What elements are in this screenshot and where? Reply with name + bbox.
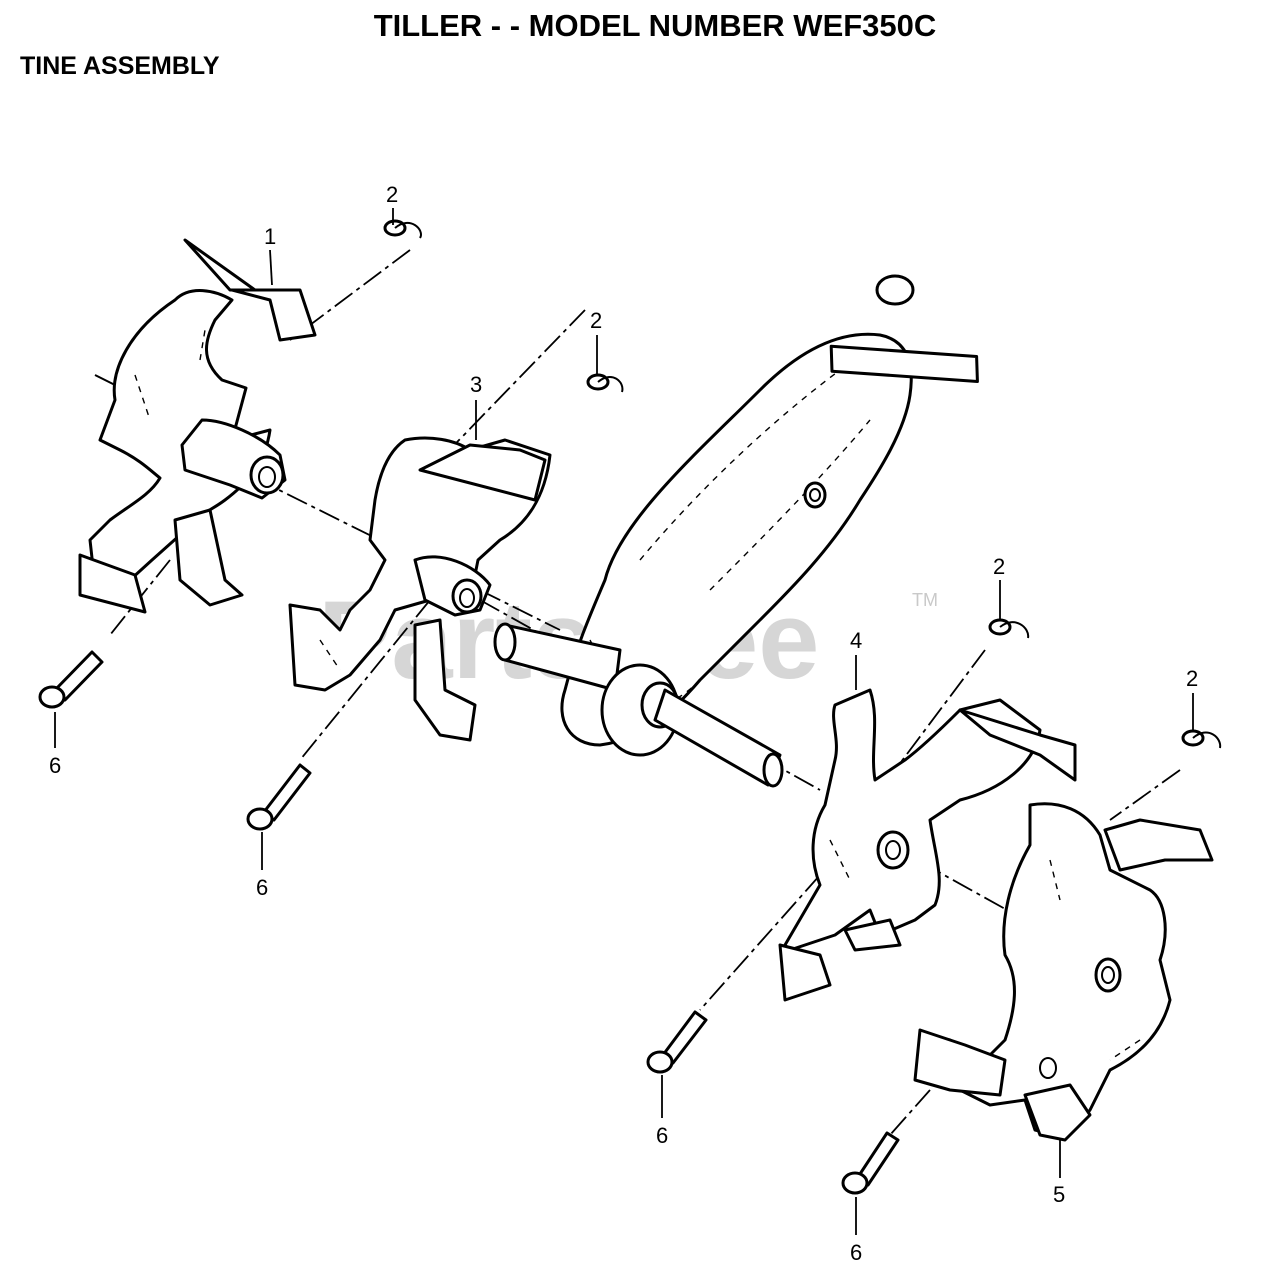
clevis-pin-6a [38,650,104,709]
watermark-trademark: TM [912,590,938,610]
clevis-pin-6b [246,763,312,831]
hairpin-clip-2d [1181,729,1222,749]
clevis-pin-6c [646,1010,708,1074]
callout-2a: 2 [386,182,398,207]
tine-part-1 [78,238,317,614]
assembly-subtitle: TINE ASSEMBLY [20,52,220,80]
callout-2c: 2 [993,554,1005,579]
tiller-gearbox-housing [493,274,979,788]
hairpin-clip-2c [988,618,1030,639]
callout-6d: 6 [850,1240,862,1265]
tine-part-3 [288,436,552,742]
callout-5: 5 [1053,1182,1065,1207]
callout-2b: 2 [590,308,602,333]
hairpin-clip-2b [586,373,624,393]
callout-1: 1 [264,224,276,249]
tine-part-5 [913,802,1214,1142]
callout-6b: 6 [256,875,268,900]
callout-4: 4 [850,628,862,653]
clevis-pin-6d [841,1131,900,1195]
hairpin-clip-2a [383,219,422,239]
callout-leaders [54,208,1194,1235]
callout-6c: 6 [656,1123,668,1148]
callout-6a: 6 [49,753,61,778]
diagram-title: TILLER - - MODEL NUMBER WEF350C [373,8,937,43]
callout-2d: 2 [1186,666,1198,691]
callout-3: 3 [470,372,482,397]
tine-part-4 [778,688,1077,1002]
